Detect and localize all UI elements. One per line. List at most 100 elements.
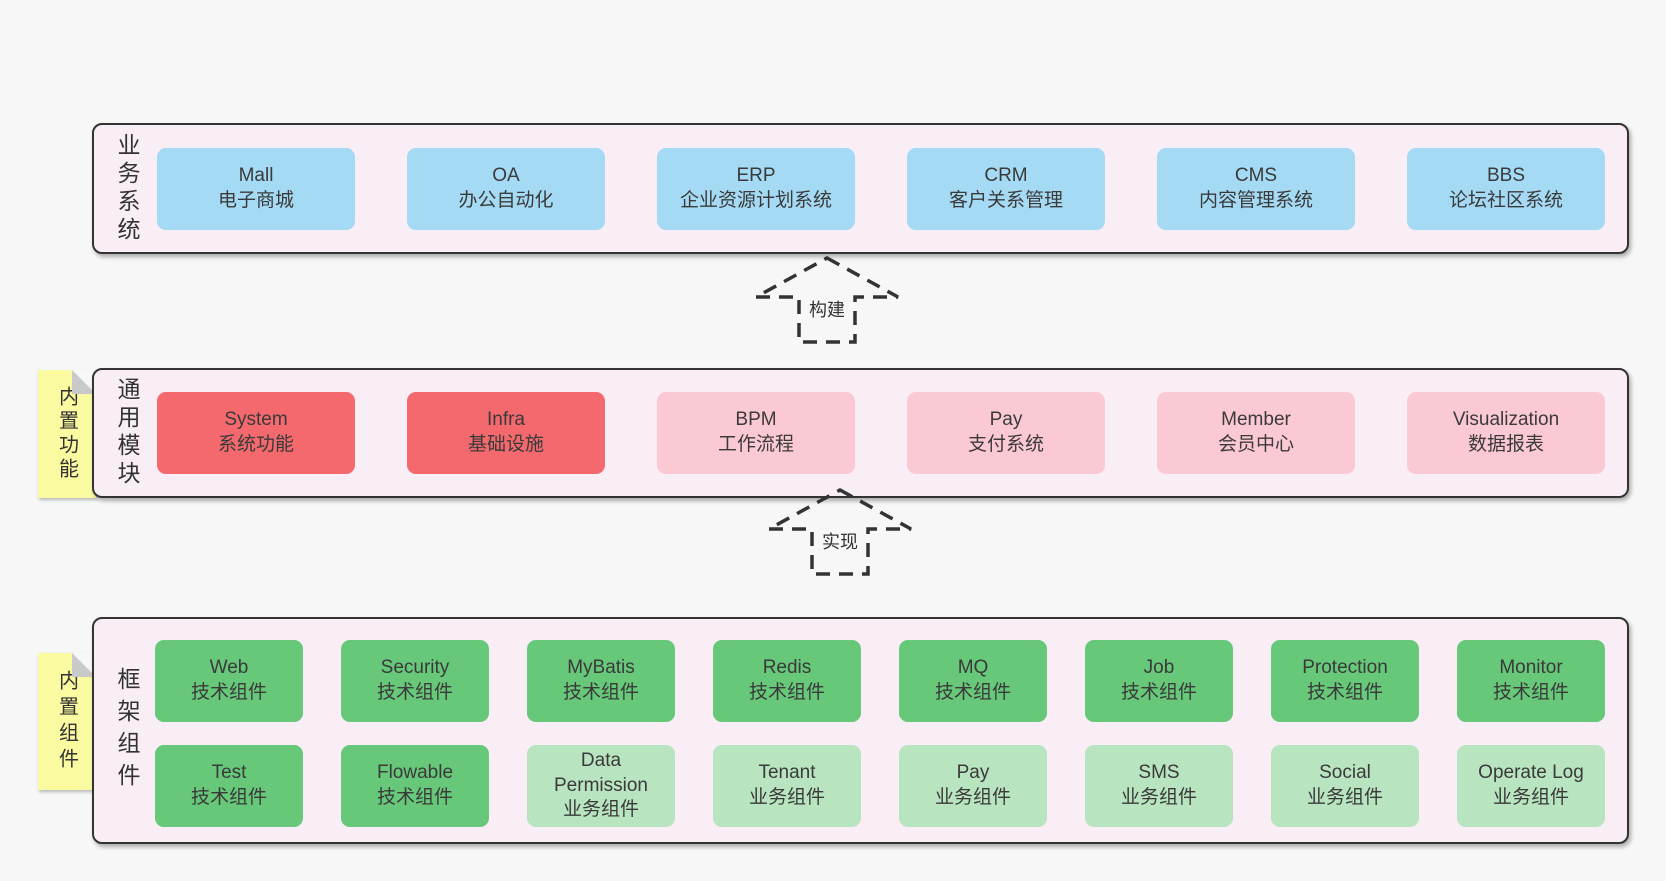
box-social: Social 业务组件 xyxy=(1271,745,1419,827)
box-mall-subtitle: 电子商城 xyxy=(217,189,294,211)
box-operate-log-subtitle: 业务组件 xyxy=(1492,787,1569,808)
box-social-subtitle: 业务组件 xyxy=(1306,787,1383,808)
box-tenant: Tenant 业务组件 xyxy=(713,745,861,827)
box-member: Member 会员中心 xyxy=(1157,392,1355,474)
box-mall-title: Mall xyxy=(238,164,274,186)
box-infra-title: Infra xyxy=(486,409,526,431)
box-sms: SMS 业务组件 xyxy=(1085,745,1233,827)
sticky-note-built-in-components: 内置组件 xyxy=(38,653,96,790)
box-redis-subtitle: 技术组件 xyxy=(748,682,825,703)
box-social-title: Social xyxy=(1319,762,1371,784)
layer-common-modules-row: System 系统功能 Infra 基础设施 BPM 工作流程 Pay 支付系统… xyxy=(157,392,1605,474)
box-protection-title: Protection xyxy=(1302,657,1388,679)
box-cms-subtitle: 内容管理系统 xyxy=(1198,189,1313,211)
box-visualization-title: Visualization xyxy=(1452,409,1560,431)
arrow-implement: 实现 xyxy=(765,486,915,578)
box-cms-title: CMS xyxy=(1234,164,1278,186)
sticky-note-built-in-features-text: 内置功能 xyxy=(55,386,78,482)
box-bbs: BBS 论坛社区系统 xyxy=(1407,147,1605,230)
box-sms-title: SMS xyxy=(1138,762,1180,784)
box-pay-biz-subtitle: 业务组件 xyxy=(934,787,1011,808)
box-security-subtitle: 技术组件 xyxy=(376,682,453,703)
box-mq-subtitle: 技术组件 xyxy=(934,682,1011,703)
box-oa-title: OA xyxy=(492,164,520,186)
box-bpm: BPM 工作流程 xyxy=(657,392,855,474)
layer-framework-components-label: 框架组件 xyxy=(114,666,140,795)
box-crm: CRM 客户关系管理 xyxy=(907,147,1105,230)
box-cms: CMS 内容管理系统 xyxy=(1157,147,1355,230)
box-crm-subtitle: 客户关系管理 xyxy=(948,189,1063,211)
box-redis: Redis 技术组件 xyxy=(713,640,861,722)
box-erp-subtitle: 企业资源计划系统 xyxy=(679,189,832,211)
layer-business-systems: 业务系统 Mall 电子商城 OA 办公自动化 ERP 企业资源计划系统 CRM… xyxy=(92,123,1629,254)
box-infra: Infra 基础设施 xyxy=(407,392,605,474)
box-redis-title: Redis xyxy=(762,657,812,679)
box-pay-biz-title: Pay xyxy=(956,762,990,784)
box-oa: OA 办公自动化 xyxy=(407,147,605,230)
box-security: Security 技术组件 xyxy=(341,640,489,722)
box-bbs-title: BBS xyxy=(1486,164,1526,186)
box-tenant-subtitle: 业务组件 xyxy=(748,787,825,808)
box-system-title: System xyxy=(224,409,288,431)
box-monitor-title: Monitor xyxy=(1499,657,1563,679)
box-mq: MQ 技术组件 xyxy=(899,640,1047,722)
box-test-subtitle: 技术组件 xyxy=(190,787,267,808)
layer-common-modules-label: 通用模块 xyxy=(114,377,140,489)
box-tenant-title: Tenant xyxy=(758,762,816,784)
layer-framework-components: 框架组件 Web 技术组件 Security 技术组件 MyBatis 技术组件… xyxy=(92,617,1629,844)
box-protection-subtitle: 技术组件 xyxy=(1306,682,1383,703)
box-job: Job 技术组件 xyxy=(1085,640,1233,722)
box-pay-module: Pay 支付系统 xyxy=(907,392,1105,474)
box-member-subtitle: 会员中心 xyxy=(1217,434,1294,455)
box-job-subtitle: 技术组件 xyxy=(1120,682,1197,703)
layer-framework-components-grid: Web 技术组件 Security 技术组件 MyBatis 技术组件 Redi… xyxy=(155,640,1605,827)
box-bpm-subtitle: 工作流程 xyxy=(717,434,794,455)
box-security-title: Security xyxy=(380,657,450,679)
box-pay-biz: Pay 业务组件 xyxy=(899,745,1047,827)
box-flowable-title: Flowable xyxy=(376,762,454,784)
box-bbs-subtitle: 论坛社区系统 xyxy=(1448,189,1563,211)
arrow-build: 构建 xyxy=(752,254,902,346)
box-oa-subtitle: 办公自动化 xyxy=(458,189,554,211)
arrow-implement-shape xyxy=(768,488,912,576)
box-erp: ERP 企业资源计划系统 xyxy=(657,147,855,230)
box-infra-subtitle: 基础设施 xyxy=(467,434,544,455)
arrow-implement-label: 实现 xyxy=(819,528,861,554)
box-crm-title: CRM xyxy=(984,164,1028,186)
box-monitor-subtitle: 技术组件 xyxy=(1492,682,1569,703)
box-flowable: Flowable 技术组件 xyxy=(341,745,489,827)
box-web-subtitle: 技术组件 xyxy=(190,682,267,703)
box-data-permission: Data Permission 业务组件 xyxy=(527,745,675,827)
box-web-title: Web xyxy=(209,657,249,679)
box-operate-log: Operate Log 业务组件 xyxy=(1457,745,1605,827)
layer-common-modules: 通用模块 System 系统功能 Infra 基础设施 BPM 工作流程 Pay… xyxy=(92,368,1629,498)
box-pay-module-subtitle: 支付系统 xyxy=(967,434,1044,455)
box-pay-module-title: Pay xyxy=(989,409,1023,431)
layer-business-systems-row: Mall 电子商城 OA 办公自动化 ERP 企业资源计划系统 CRM 客户关系… xyxy=(157,147,1605,230)
box-bpm-title: BPM xyxy=(735,409,777,431)
box-operate-log-title: Operate Log xyxy=(1478,762,1584,784)
box-job-title: Job xyxy=(1143,657,1175,679)
box-mall: Mall 电子商城 xyxy=(157,147,355,230)
arrow-build-label: 构建 xyxy=(806,296,848,322)
box-test: Test 技术组件 xyxy=(155,745,303,827)
box-protection: Protection 技术组件 xyxy=(1271,640,1419,722)
box-system: System 系统功能 xyxy=(157,392,355,474)
box-mybatis: MyBatis 技术组件 xyxy=(527,640,675,722)
box-mq-title: MQ xyxy=(957,657,989,679)
layer-business-systems-label: 业务系统 xyxy=(114,132,140,245)
box-sms-subtitle: 业务组件 xyxy=(1120,787,1197,808)
box-system-subtitle: 系统功能 xyxy=(217,434,294,455)
box-erp-title: ERP xyxy=(736,164,776,186)
box-data-permission-title: Data Permission xyxy=(554,749,648,796)
sticky-note-built-in-features: 内置功能 xyxy=(38,370,96,498)
box-mybatis-subtitle: 技术组件 xyxy=(562,682,639,703)
box-data-permission-subtitle: 业务组件 xyxy=(562,799,639,821)
box-member-title: Member xyxy=(1221,409,1291,431)
box-mybatis-title: MyBatis xyxy=(567,657,635,679)
box-visualization: Visualization 数据报表 xyxy=(1407,392,1605,474)
box-monitor: Monitor 技术组件 xyxy=(1457,640,1605,722)
arrow-build-shape xyxy=(755,256,899,344)
box-test-title: Test xyxy=(211,762,247,784)
